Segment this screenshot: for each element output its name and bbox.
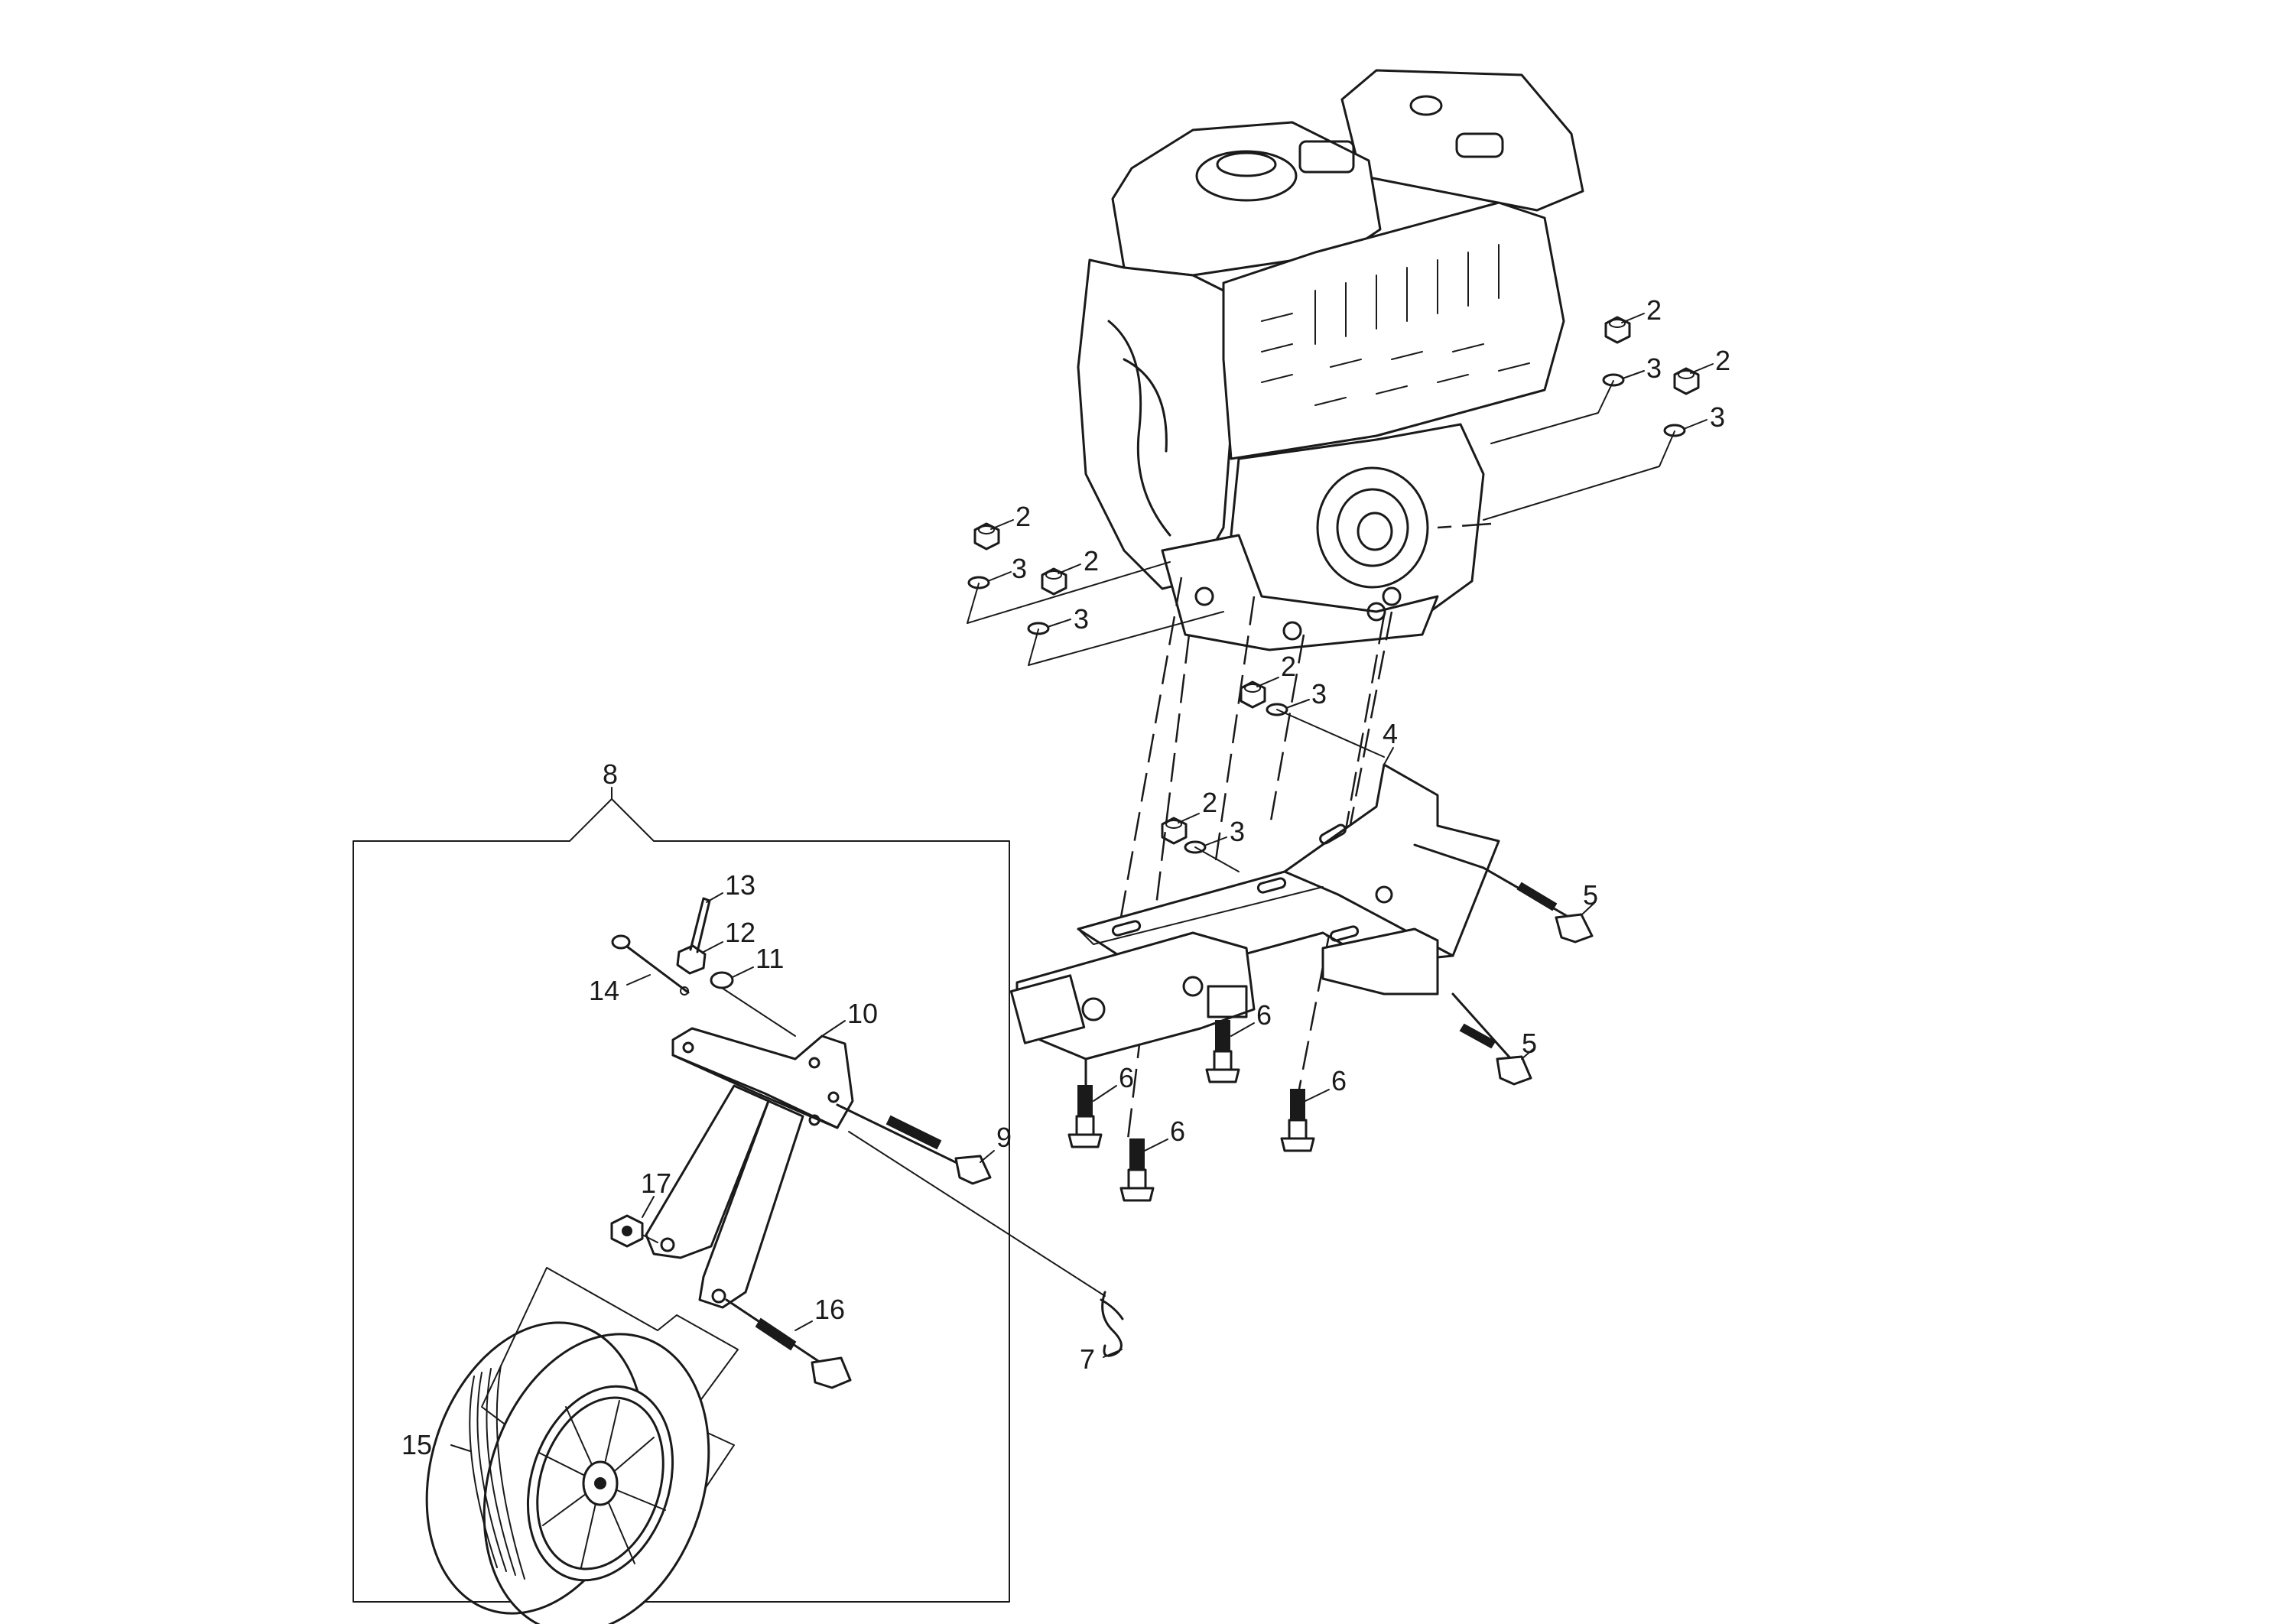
washer-3-d [1663,424,1686,437]
bolt-6-c [1280,1089,1315,1152]
callout-6: 6 [1331,1065,1347,1096]
callout-10: 10 [847,998,878,1029]
wheel-kit-box [353,798,1010,1603]
callout-3: 3 [1012,553,1027,584]
callout-16: 16 [814,1294,845,1325]
bolt-6-d [1119,1138,1155,1202]
nut-2-e [1240,680,1266,709]
callout-2: 2 [1084,545,1099,577]
engine-mount-bracket [1009,763,1500,1060]
callout-2: 2 [1015,501,1031,532]
callout-12: 12 [725,917,755,948]
bolt-5-b [1451,992,1532,1086]
callout-6: 6 [1170,1116,1185,1147]
alignment-dashes [1119,522,1492,1140]
callout-11: 11 [755,943,784,974]
engine [1077,69,1584,651]
wheel-kit [425,897,1124,1624]
callout-3: 3 [1074,603,1089,635]
nut-2-a [973,522,1000,551]
callout-7: 7 [1080,1343,1095,1375]
callout-8: 8 [603,758,618,790]
washer-3-f [1184,840,1207,854]
washer-3-a [967,576,990,590]
leader-lines [450,313,1714,1452]
callout-13: 13 [725,869,755,901]
callout-3: 3 [1710,401,1725,433]
callout-5: 5 [1583,879,1598,911]
nut-2-d [1673,367,1700,395]
washer-3-c [1602,373,1625,387]
callout-2: 2 [1646,294,1662,326]
callout-14: 14 [589,975,619,1006]
callout-2: 2 [1715,345,1730,376]
callout-3: 3 [1646,352,1662,384]
bolt-6-a [1067,1057,1103,1148]
callout-6: 6 [1119,1062,1134,1093]
guide-lines [967,380,1675,872]
nut-2-c [1604,316,1631,344]
nut-2-f [1161,817,1188,845]
callout-3: 3 [1311,678,1327,710]
callout-5: 5 [1522,1028,1537,1059]
callout-labels: 2 3 2 3 2 3 2 3 2 3 2 3 4 5 5 6 6 6 6 7 … [401,294,1730,1460]
washer-3-e [1266,703,1288,716]
callout-15: 15 [401,1429,432,1460]
callout-2: 2 [1281,651,1296,682]
callout-17: 17 [641,1168,671,1199]
washer-3-b [1027,622,1050,635]
callout-6: 6 [1256,999,1272,1031]
callout-2: 2 [1202,787,1217,818]
bolt-6-b [1205,1020,1240,1083]
callout-9: 9 [996,1122,1012,1153]
callout-4: 4 [1383,718,1398,749]
muffler-vents [1261,244,1530,406]
callout-3: 3 [1230,816,1245,847]
bolt-5-a [1482,866,1594,944]
nut-2-b [1041,567,1067,596]
